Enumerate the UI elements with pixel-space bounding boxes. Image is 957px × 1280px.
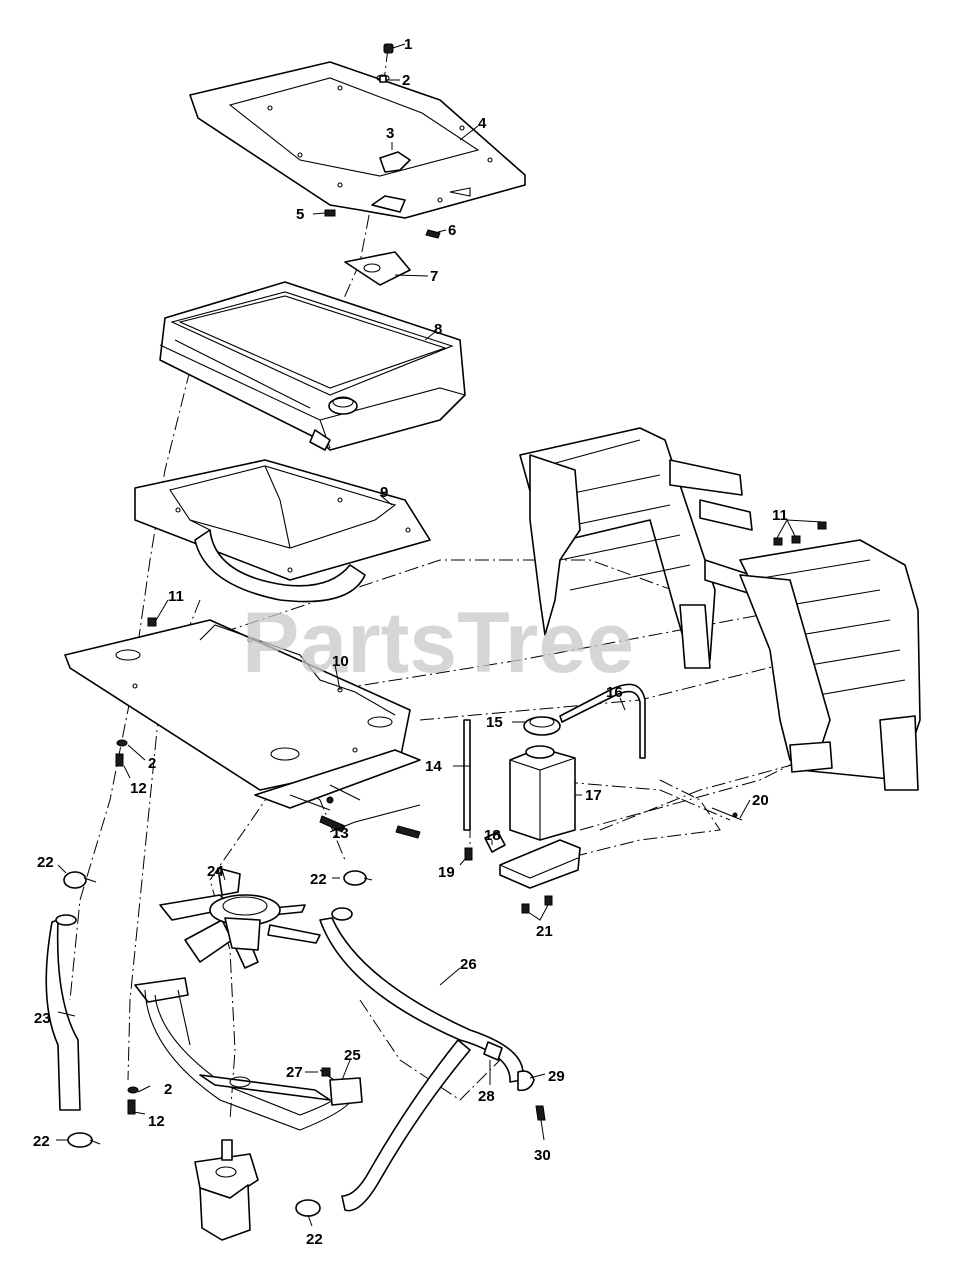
fan-bracket-part-25 xyxy=(134,977,363,1131)
screw-part-5 xyxy=(324,209,336,217)
frame-assembly xyxy=(519,427,921,791)
mounting-plate-part-10 xyxy=(64,619,421,811)
nut-part-11-left xyxy=(147,617,157,627)
callout-23: 23 xyxy=(34,1010,51,1027)
bolts-part-21 xyxy=(521,895,553,914)
callout-21: 21 xyxy=(536,923,553,940)
callout-12-lower: 12 xyxy=(148,1113,165,1130)
callout-22-bottom: 22 xyxy=(306,1231,323,1248)
callout-13: 13 xyxy=(332,825,349,842)
top-plate xyxy=(189,61,526,219)
callout-7: 7 xyxy=(430,268,438,285)
callout-28: 28 xyxy=(478,1088,495,1105)
bolt-part-12-lower xyxy=(127,1086,139,1115)
callout-labels: 1 2 3 4 5 6 7 8 9 10 11 11 2 12 13 14 15… xyxy=(33,36,788,1248)
callout-5: 5 xyxy=(296,206,304,223)
callout-16: 16 xyxy=(606,684,623,701)
lower-hose-clamp-left xyxy=(67,1132,101,1148)
fitting-part-18 xyxy=(484,831,506,853)
callout-2: 2 xyxy=(402,72,410,89)
shroud-part-9 xyxy=(134,459,431,603)
tank-bracket xyxy=(499,839,581,889)
callout-2-lower: 2 xyxy=(164,1081,172,1098)
watermark-text: PartsTree xyxy=(242,595,634,691)
callout-1: 1 xyxy=(404,36,412,53)
callout-22-lower-left: 22 xyxy=(33,1133,50,1150)
callout-10: 10 xyxy=(332,653,349,670)
leader-lines xyxy=(56,43,823,1227)
callout-20: 20 xyxy=(752,792,769,809)
lower-hose-clamp-right xyxy=(295,1199,321,1217)
reservoir-cap-part-15 xyxy=(523,716,561,736)
callout-6: 6 xyxy=(448,222,456,239)
screw-part-1 xyxy=(376,43,394,83)
callout-30: 30 xyxy=(534,1147,551,1164)
nuts-part-11-right xyxy=(773,521,827,546)
callout-11-right: 11 xyxy=(772,507,788,524)
callout-18: 18 xyxy=(484,827,501,844)
overflow-hose-part-16 xyxy=(559,683,646,759)
callout-4: 4 xyxy=(478,115,487,132)
rod-part-14 xyxy=(463,719,471,831)
callout-19: 19 xyxy=(438,864,455,881)
lower-hose-part-23 xyxy=(45,914,81,1111)
callout-14: 14 xyxy=(425,758,442,775)
fitting-part-19 xyxy=(464,847,473,861)
callout-29: 29 xyxy=(548,1068,565,1085)
hose-clamp-part-28 xyxy=(483,1041,503,1061)
radiator-part-8 xyxy=(159,281,466,451)
callout-15: 15 xyxy=(486,714,503,731)
coolant-reservoir-part-17 xyxy=(509,745,576,841)
callout-9: 9 xyxy=(380,484,388,501)
bolts-part-13 xyxy=(319,796,421,839)
callout-27: 27 xyxy=(286,1064,303,1081)
screw-part-27 xyxy=(321,1067,331,1077)
pin-part-20 xyxy=(711,807,743,821)
callout-17: 17 xyxy=(585,787,602,804)
callout-25: 25 xyxy=(344,1047,361,1064)
screw-part-30 xyxy=(535,1105,546,1121)
radiator-hose-part-26 xyxy=(319,907,524,1212)
callout-2-upper: 2 xyxy=(148,755,156,772)
screw-part-6 xyxy=(425,229,441,239)
callout-22-mid: 22 xyxy=(310,871,327,888)
callout-24: 24 xyxy=(207,863,224,880)
callout-11-left: 11 xyxy=(168,588,184,605)
plate-part-7 xyxy=(344,251,411,286)
callout-26: 26 xyxy=(460,956,477,973)
grommet-part-29 xyxy=(517,1070,535,1092)
bolt-part-12-upper xyxy=(115,739,128,767)
cooling-fan-part-24 xyxy=(159,867,321,969)
callout-3: 3 xyxy=(386,125,394,142)
callout-8: 8 xyxy=(434,321,442,338)
hose-clamp-mid xyxy=(343,870,373,886)
upper-hose-clamp xyxy=(63,871,97,889)
gasket-part-3 xyxy=(371,151,411,213)
callout-22-upper-left: 22 xyxy=(37,854,54,871)
water-pump xyxy=(194,1139,259,1241)
callout-12-upper: 12 xyxy=(130,780,147,797)
